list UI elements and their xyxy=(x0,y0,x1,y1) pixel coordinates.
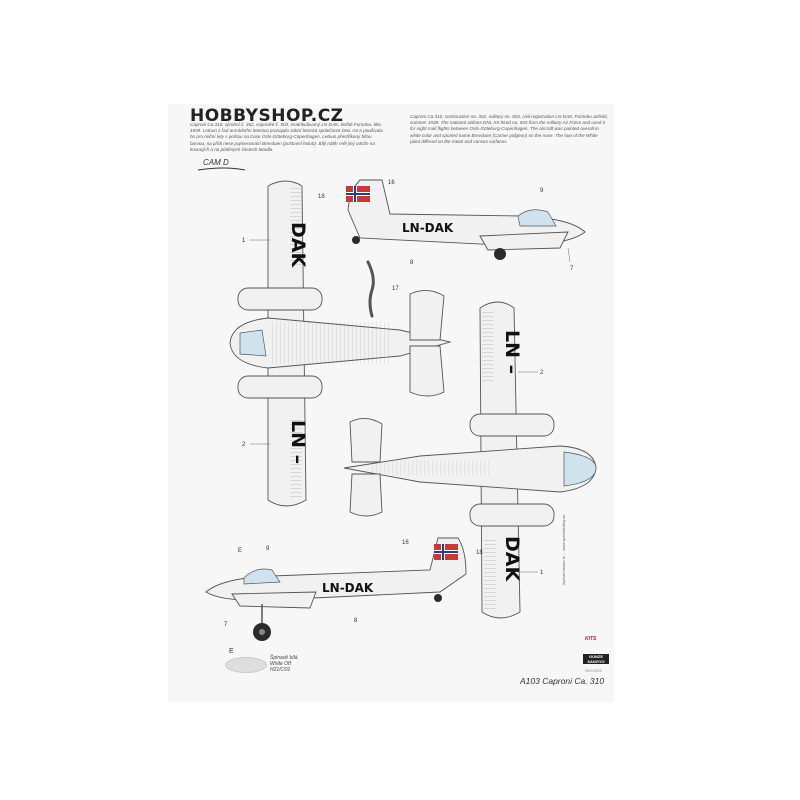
description-czech: Caproni Ca.310, výrobní č. 362, vojenské… xyxy=(190,122,383,152)
bottom-view-engine-lower xyxy=(469,503,555,527)
scheme-label: CAM D xyxy=(203,158,229,167)
callout-8-upper: 8 xyxy=(410,260,414,266)
top-view-engine-lower xyxy=(237,375,323,399)
paint-legend: Špinavě bílá White Off H21/C69 xyxy=(270,655,298,673)
propeller xyxy=(366,260,375,318)
side-view-lower-reg: LN-DAK xyxy=(322,581,374,595)
callout-18-lower: 18 xyxy=(476,550,483,556)
bottom-view-aileron-upper xyxy=(482,310,494,382)
top-view-fuselage-fabric xyxy=(272,322,392,364)
sidebar-credits: Special thanks to ... www.specialhobby.e… xyxy=(562,514,566,585)
top-view-reg-ln: LN – xyxy=(287,420,309,464)
callout-9-upper: 9 xyxy=(540,188,544,194)
side-view-lower-nacelle xyxy=(231,591,317,609)
side-view-upper-mainwheel xyxy=(494,248,506,260)
kits-logo: KITS xyxy=(585,636,597,642)
paint-letter: E xyxy=(229,648,234,655)
sheet-caption: A103 Caproni Ca. 310 xyxy=(520,676,605,686)
paint-line-cz: Špinavě bílá xyxy=(270,655,298,661)
callout-7-upper: 7 xyxy=(570,266,574,272)
top-view-tailplane-lower xyxy=(409,345,445,397)
top-view-aileron-lower xyxy=(290,420,302,498)
gunze-logo: GUNZE SANGYO xyxy=(583,654,609,664)
bottom-view: LN – DAK xyxy=(343,301,597,619)
scheme-swoosh xyxy=(197,167,246,171)
callout-7-lower: 7 xyxy=(224,622,228,628)
bottom-view-reg-dak: DAK xyxy=(501,536,523,582)
callout-17: 17 xyxy=(392,286,399,292)
bottom-view-fuselage-fabric xyxy=(372,460,492,476)
callout-2-top: 2 xyxy=(242,442,246,448)
bottom-view-reg-ln: LN – xyxy=(501,330,523,374)
side-view-upper-tailwheel xyxy=(352,236,360,244)
side-view-lower-cockpit xyxy=(243,568,281,585)
top-view-reg-dak: DAK xyxy=(287,222,309,268)
ref-code: SH72209 xyxy=(585,668,602,673)
bottom-view-engine-upper xyxy=(469,413,555,437)
callout-16-upper: 16 xyxy=(388,180,395,186)
paint-swatch xyxy=(225,657,267,673)
callout-2-bottom: 2 xyxy=(540,370,544,376)
paint-line-en: White Off xyxy=(270,661,291,667)
callout-9-lower: 9 xyxy=(266,546,270,552)
side-view-lower: LN-DAK xyxy=(205,537,467,641)
callout-8-lower: 8 xyxy=(354,618,358,624)
callouts: 1 2 2 1 7 7 8 8 9 9 16 16 17 18 18 E xyxy=(224,180,574,628)
top-view-tailplane-upper xyxy=(409,290,445,341)
callout-16-lower: 16 xyxy=(402,540,409,546)
watermark: HOBBYSHOP.CZ xyxy=(190,106,344,126)
description-english: Caproni Ca.310, construction no. 362, mi… xyxy=(410,114,608,144)
bottom-view-nose-glazing xyxy=(563,451,597,487)
side-view-upper-nacelle xyxy=(479,231,569,251)
side-view-upper-cockpit xyxy=(517,209,557,227)
callout-e: E xyxy=(238,548,242,554)
callout-18-upper: 18 xyxy=(318,194,325,200)
paint-line-code: H21/C69 xyxy=(270,667,290,673)
top-view: DAK LN – xyxy=(229,180,452,507)
top-view-canopy xyxy=(239,329,267,357)
callout-1-top: 1 xyxy=(242,238,246,244)
bottom-view-tailplane-upper xyxy=(349,418,383,463)
side-view-upper-reg: LN-DAK xyxy=(402,221,454,235)
side-view-upper: LN-DAK xyxy=(346,179,586,260)
bottom-view-tailplane-lower xyxy=(349,473,383,517)
callout-1-bottom: 1 xyxy=(540,570,544,576)
top-view-engine-upper xyxy=(237,287,323,311)
bottom-view-aileron-lower xyxy=(484,540,496,610)
side-view-lower-tailwheel xyxy=(434,594,442,602)
top-view-aileron-upper xyxy=(290,188,302,266)
